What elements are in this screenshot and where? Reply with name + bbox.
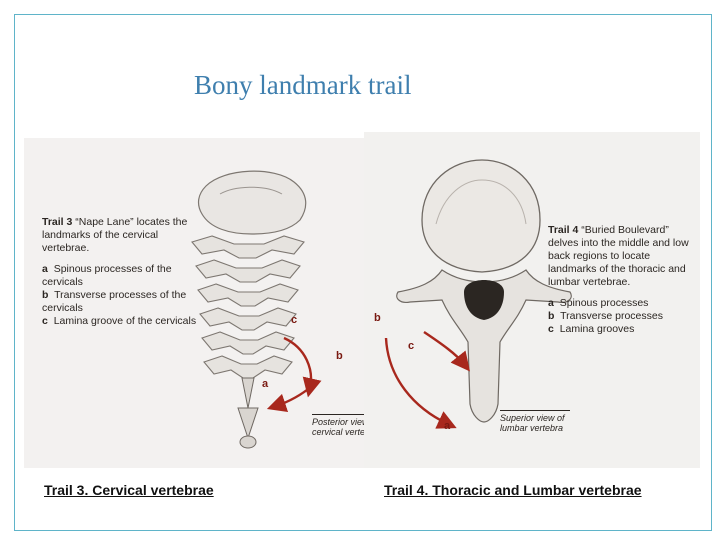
cervical-marker-a: a	[262, 378, 269, 390]
trail3-description: Trail 3 “Nape Lane” locates the landmark…	[42, 216, 202, 328]
lumbar-marker-b: b	[374, 312, 381, 324]
lumbar-vertebra-illustration	[384, 159, 572, 429]
lumbar-marker-c: c	[408, 340, 415, 352]
lumbar-vertebra-figure: Trail 4 “Buried Boulevard” delves into t…	[364, 132, 700, 468]
cervical-view-caption: Posterior view of cervical vertebrae	[312, 414, 364, 437]
trail3-heading-text: “Nape Lane” locates the landmarks of the…	[42, 216, 188, 254]
lumbar-view-caption: Superior view of lumbar vertebra	[500, 410, 570, 433]
trail4-description: Trail 4 “Buried Boulevard” delves into t…	[548, 224, 698, 336]
trail3-item-a: a Spinous processes of the cervicals	[42, 263, 172, 288]
trail4-item-b: b Transverse processes	[548, 310, 663, 322]
trail3-heading-bold: Trail 3	[42, 216, 73, 228]
cervical-vertebrae-figure: Trail 3 “Nape Lane” locates the landmark…	[24, 138, 364, 468]
cervical-marker-c: c	[291, 314, 298, 326]
trail3-item-b: b Transverse processes of the cervicals	[42, 289, 187, 314]
cervical-marker-b: b	[336, 350, 343, 362]
slide-frame	[14, 14, 712, 531]
trail3-item-c: c Lamina groove of the cervicals	[42, 315, 197, 327]
lumbar-marker-a: a	[444, 420, 451, 432]
trail4-item-c: c Lamina grooves	[548, 323, 635, 335]
trail4-heading-bold: Trail 4	[548, 224, 579, 236]
caption-trail4: Trail 4. Thoracic and Lumbar vertebrae	[384, 482, 642, 498]
caption-trail3: Trail 3. Cervical vertebrae	[44, 482, 214, 498]
trail4-heading-text: “Buried Boulevard” delves into the middl…	[548, 224, 689, 288]
slide-title: Bony landmark trail	[194, 70, 412, 100]
cervical-spine-illustration	[191, 170, 322, 449]
trail4-item-a: a Spinous processes	[548, 297, 649, 309]
